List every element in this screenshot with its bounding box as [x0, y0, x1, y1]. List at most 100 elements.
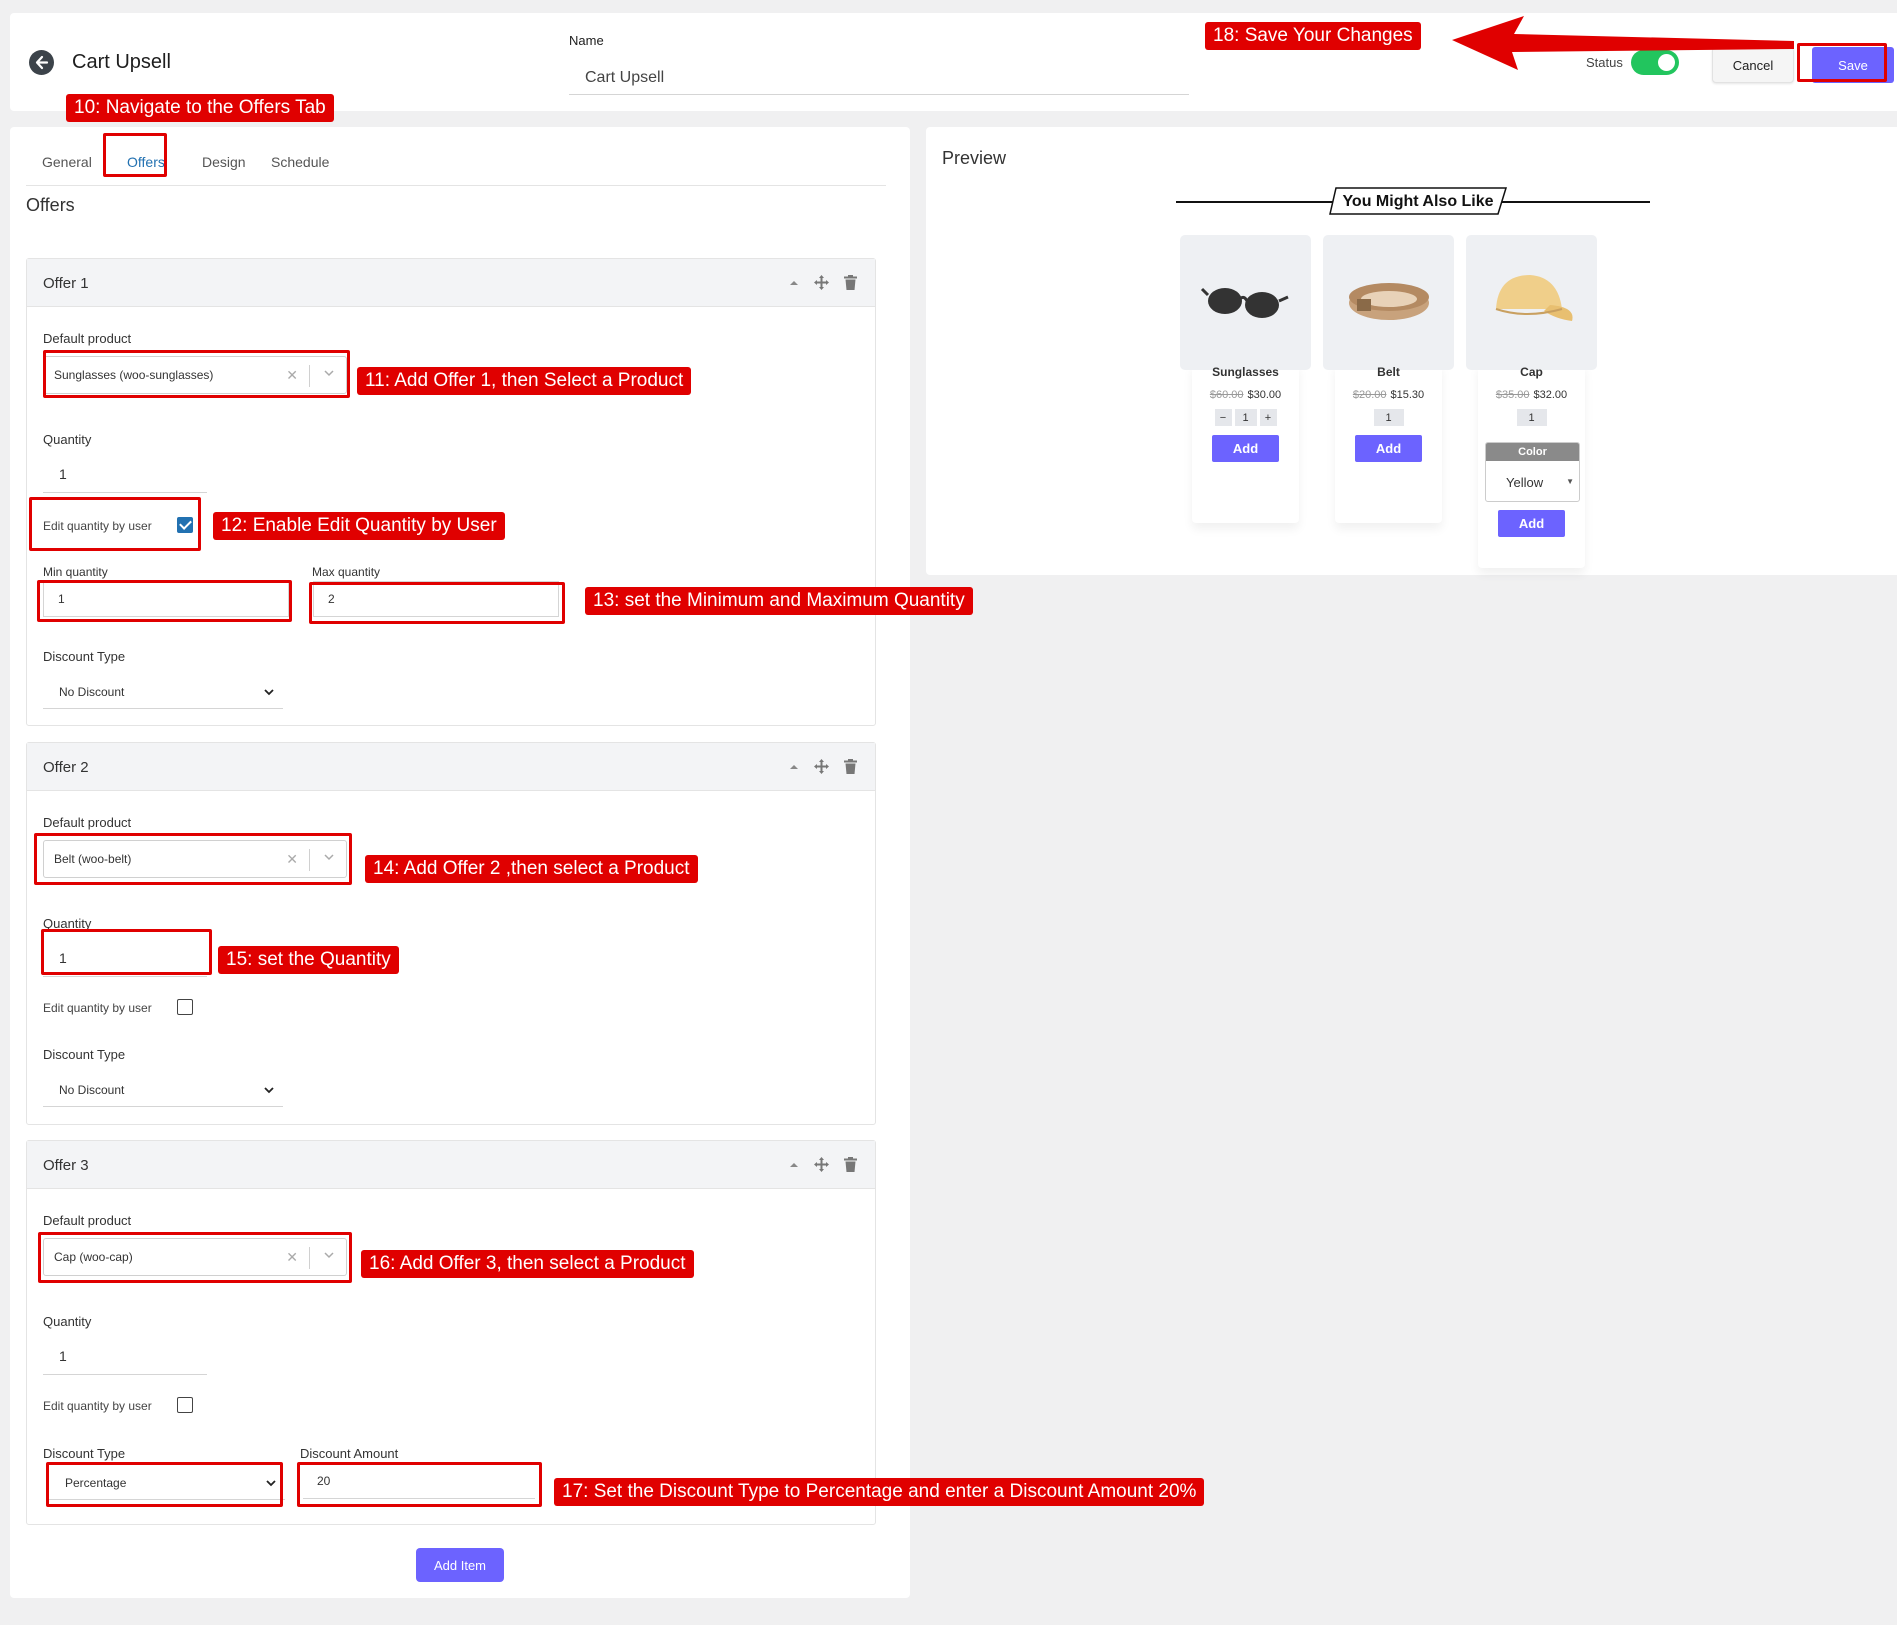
- offer-header: Offer 2: [27, 743, 875, 791]
- quantity-input[interactable]: [43, 1337, 207, 1375]
- edit-quantity-checkbox[interactable]: [177, 999, 193, 1015]
- tab-schedule[interactable]: Schedule: [271, 154, 330, 170]
- collapse-icon[interactable]: [789, 278, 799, 288]
- offers-heading: Offers: [26, 195, 75, 215]
- tab-general[interactable]: General: [42, 154, 92, 170]
- heading-frame: [1329, 187, 1508, 215]
- arrow-icon: [1452, 16, 1794, 70]
- chevron-down-icon: [263, 1083, 275, 1101]
- move-icon[interactable]: [813, 274, 830, 291]
- discount-type-select[interactable]: Percentage: [49, 1464, 285, 1500]
- annotation-step15: 15: set the Quantity: [218, 946, 399, 974]
- annotation-step11: 11: Add Offer 1, then Select a Product: [357, 367, 692, 395]
- product-name: Belt: [1377, 365, 1400, 379]
- annotation-step13: 13: set the Minimum and Maximum Quantity: [585, 587, 973, 615]
- offer-title: Offer 1: [43, 275, 89, 292]
- add-to-cart-button[interactable]: Add: [1498, 510, 1565, 537]
- cap-icon: [1495, 275, 1573, 321]
- save-button[interactable]: Save: [1812, 47, 1894, 83]
- sunglasses-icon: [1200, 287, 1289, 318]
- caret-down-icon: ▼: [1566, 477, 1574, 486]
- add-item-button[interactable]: Add Item: [416, 1548, 504, 1582]
- discount-type-label: Discount Type: [43, 1047, 126, 1062]
- offer-card-1: Offer 1 Default product Sunglasses (woo-…: [26, 258, 876, 726]
- clear-icon[interactable]: ✕: [286, 367, 298, 383]
- preview-panel: Preview You Might Also Like Sunglasses $…: [926, 127, 1897, 575]
- clear-icon[interactable]: ✕: [286, 1249, 298, 1265]
- add-to-cart-button[interactable]: Add: [1212, 435, 1279, 462]
- preview-heading: You Might Also Like: [1342, 193, 1494, 210]
- heading-line-right: [1496, 201, 1650, 203]
- selected-product: Sunglasses (woo-sunglasses): [54, 368, 214, 382]
- edit-quantity-label: Edit quantity by user: [43, 519, 152, 533]
- collapse-icon[interactable]: [789, 762, 799, 772]
- move-icon[interactable]: [813, 1156, 830, 1173]
- discount-type-select[interactable]: No Discount: [43, 673, 283, 709]
- quantity-label: Quantity: [43, 432, 92, 447]
- annotation-step16: 16: Add Offer 3, then select a Product: [361, 1250, 694, 1278]
- move-icon[interactable]: [813, 758, 830, 775]
- discount-type-label: Discount Type: [43, 1446, 126, 1461]
- qty-value[interactable]: 1: [1373, 409, 1404, 426]
- quantity-input[interactable]: [43, 455, 207, 493]
- status-label: Status: [1586, 55, 1623, 70]
- status-toggle[interactable]: [1631, 50, 1679, 75]
- edit-quantity-label: Edit quantity by user: [43, 1001, 152, 1015]
- annotation-step17: 17: Set the Discount Type to Percentage …: [554, 1478, 1205, 1506]
- qty-value[interactable]: 1: [1234, 409, 1257, 426]
- default-product-select[interactable]: Cap (woo-cap) ✕: [43, 1238, 347, 1276]
- color-label: Color: [1486, 443, 1579, 461]
- tab-design[interactable]: Design: [202, 154, 246, 170]
- plus-button[interactable]: +: [1259, 409, 1277, 426]
- selected-product: Belt (woo-belt): [54, 852, 132, 866]
- add-to-cart-button[interactable]: Add: [1355, 435, 1422, 462]
- default-product-label: Default product: [43, 331, 132, 346]
- default-product-label: Default product: [43, 1213, 132, 1228]
- offer-title: Offer 3: [43, 1157, 89, 1174]
- qty-stepper: 1: [1323, 409, 1454, 426]
- chevron-down-icon[interactable]: [323, 1248, 335, 1266]
- quantity-label: Quantity: [43, 916, 92, 931]
- discount-type-select[interactable]: No Discount: [43, 1071, 283, 1107]
- name-label: Name: [569, 33, 604, 48]
- qty-value[interactable]: 1: [1516, 409, 1547, 426]
- collapse-icon[interactable]: [789, 1160, 799, 1170]
- heading-line-left: [1176, 201, 1350, 203]
- product-price: $35.00$32.00: [1495, 389, 1568, 401]
- offer-header: Offer 3: [27, 1141, 875, 1189]
- max-quantity-input[interactable]: [313, 581, 559, 617]
- annotation-step10: 10: Navigate to the Offers Tab: [66, 94, 334, 122]
- minus-button[interactable]: −: [1214, 409, 1232, 426]
- discount-type-label: Discount Type: [43, 649, 126, 664]
- trash-icon[interactable]: [844, 1157, 857, 1172]
- product-image: [1180, 235, 1311, 370]
- default-product-label: Default product: [43, 815, 132, 830]
- quantity-input[interactable]: [43, 939, 207, 977]
- default-product-select[interactable]: Belt (woo-belt) ✕: [43, 840, 347, 878]
- name-input[interactable]: [569, 61, 1189, 95]
- chevron-down-icon[interactable]: [323, 850, 335, 868]
- edit-quantity-checkbox[interactable]: [177, 1397, 193, 1413]
- discount-amount-input[interactable]: [303, 1463, 535, 1499]
- trash-icon[interactable]: [844, 275, 857, 290]
- trash-icon[interactable]: [844, 759, 857, 774]
- min-quantity-input[interactable]: [43, 581, 289, 617]
- chevron-down-icon: [263, 685, 275, 703]
- chevron-down-icon[interactable]: [323, 366, 335, 384]
- offer-card-2: Offer 2 Default product Belt (woo-belt) …: [26, 742, 876, 1125]
- clear-icon[interactable]: ✕: [286, 851, 298, 867]
- edit-quantity-label: Edit quantity by user: [43, 1399, 152, 1413]
- color-select[interactable]: Color Yellow ▼: [1485, 442, 1580, 502]
- selected-product: Cap (woo-cap): [54, 1250, 133, 1264]
- edit-quantity-checkbox[interactable]: [177, 517, 193, 533]
- color-value: Yellow: [1506, 475, 1544, 490]
- max-quantity-label: Max quantity: [312, 565, 381, 579]
- quantity-label: Quantity: [43, 1314, 92, 1329]
- product-price: $20.00$15.30: [1352, 389, 1425, 401]
- back-arrow-icon[interactable]: [29, 50, 54, 75]
- qty-stepper: − 1 +: [1180, 409, 1311, 426]
- cancel-button[interactable]: Cancel: [1712, 47, 1794, 83]
- discount-amount-label: Discount Amount: [300, 1446, 399, 1461]
- tab-offers[interactable]: Offers: [127, 154, 165, 170]
- default-product-select[interactable]: Sunglasses (woo-sunglasses) ✕: [43, 356, 347, 394]
